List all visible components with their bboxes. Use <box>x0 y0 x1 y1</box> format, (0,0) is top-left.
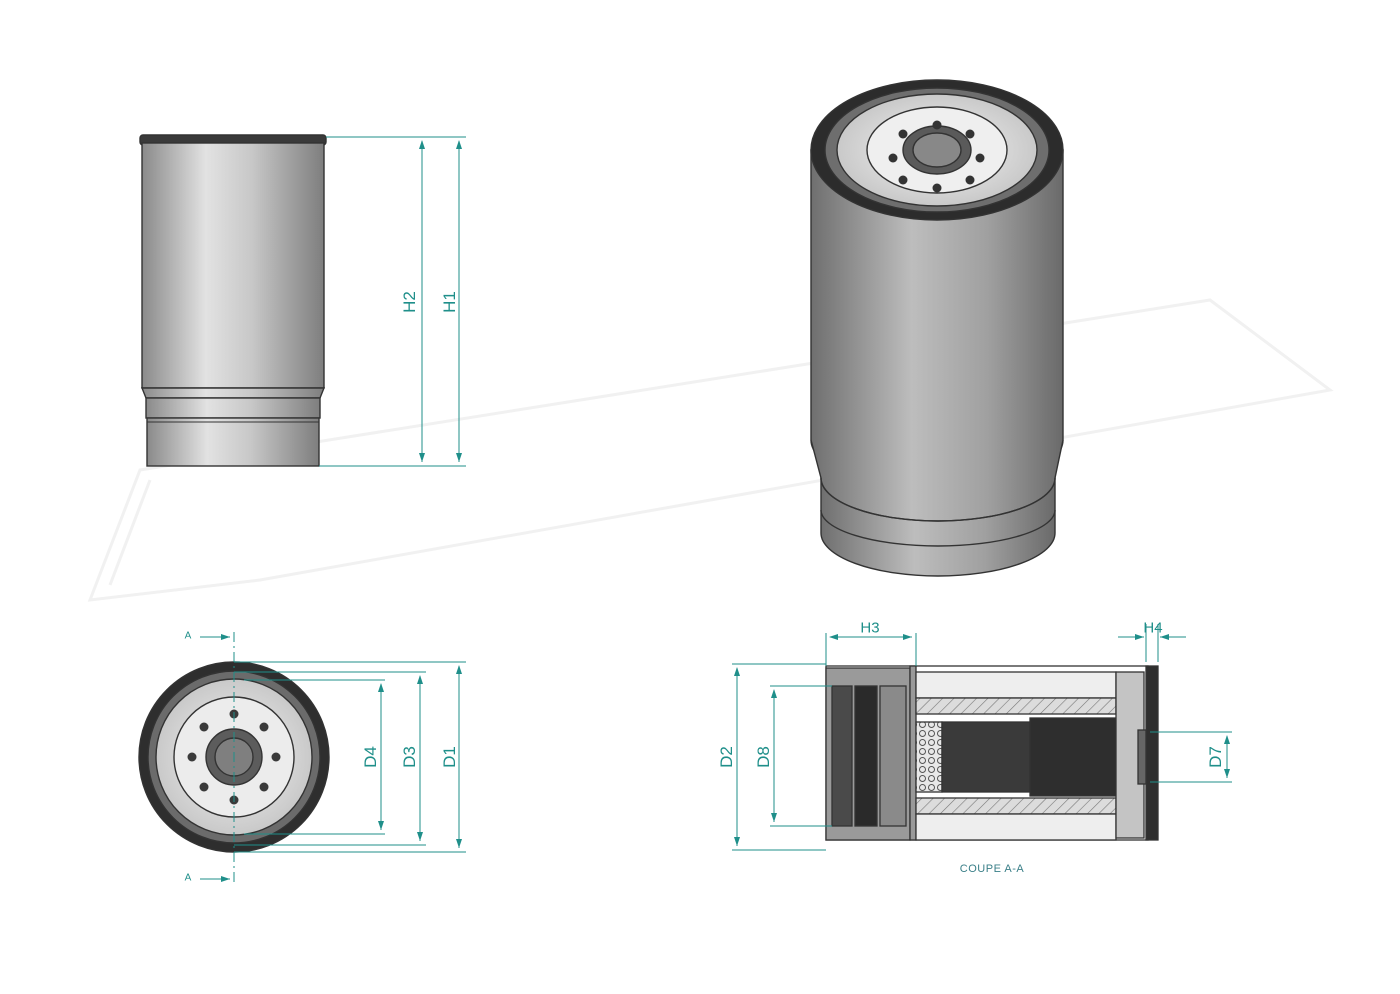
bottom-view-dimensions <box>200 632 466 885</box>
section-view <box>825 665 1159 841</box>
dim-label-d3: D3 <box>400 746 419 768</box>
dim-label-h3: H3 <box>860 619 880 637</box>
dim-label-d2: D2 <box>717 746 736 768</box>
dim-label-d1: D1 <box>440 746 459 768</box>
iso-view <box>810 79 1064 577</box>
side-view <box>139 134 327 467</box>
section-mark-bottom: A <box>184 872 192 884</box>
dim-label-d7: D7 <box>1206 746 1225 768</box>
section-mark-top: A <box>184 630 192 642</box>
dim-label-d8: D8 <box>754 746 773 768</box>
section-caption: COUPE A-A <box>959 863 1025 875</box>
side-view-dimensions <box>319 136 466 467</box>
dim-label-d4: D4 <box>361 746 380 768</box>
dim-label-h2: H2 <box>400 291 419 313</box>
section-view-dimensions <box>732 624 1232 851</box>
watermark <box>87 298 1334 602</box>
dim-label-h4: H4 <box>1143 619 1163 637</box>
dim-label-h1: H1 <box>440 291 459 313</box>
iso-view-bolt-holes <box>888 120 985 193</box>
